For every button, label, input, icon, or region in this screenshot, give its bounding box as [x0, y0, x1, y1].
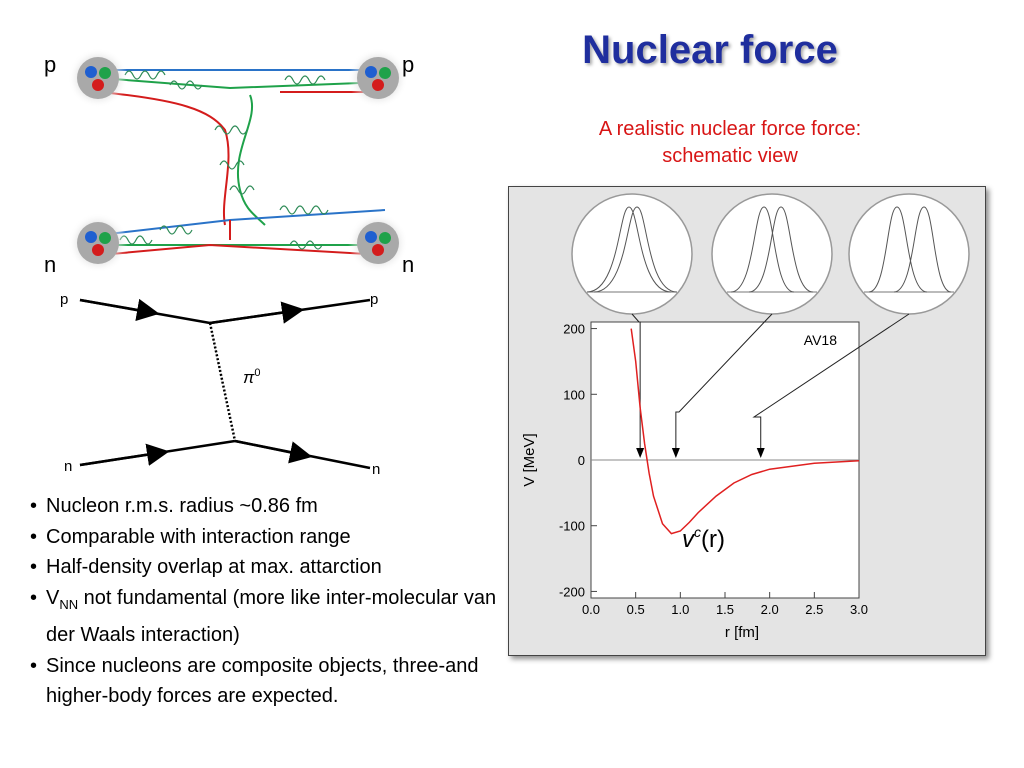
overlap-arrow [675, 313, 773, 450]
model-label: AV18 [804, 332, 837, 348]
bullet-4: VNN not fundamental (more like inter-mol… [28, 583, 498, 651]
x-axis-label: r [fm] [725, 624, 759, 641]
feynman-label-bottom-left: n [64, 458, 72, 475]
x-tick-label: 0.5 [627, 602, 645, 617]
y-tick-label: 200 [563, 322, 585, 337]
slide-subtitle: A realistic nuclear force force: schemat… [540, 116, 920, 170]
potential-curve [630, 328, 860, 535]
overlap-inset-1 [571, 193, 693, 315]
y-tick-label: 100 [563, 387, 585, 402]
y-tick-label: -100 [559, 519, 585, 534]
subtitle-line-2: schematic view [662, 145, 798, 167]
x-tick-label: 1.5 [716, 602, 734, 617]
feynman-diagram: p p n n π0 [60, 291, 380, 478]
overlap-arrow [752, 313, 910, 450]
overlap-arrowhead [756, 448, 765, 458]
y-axis-label: V [MeV] [521, 433, 538, 486]
overlap-insets [571, 193, 970, 315]
quark-label-top-right: p [402, 52, 414, 77]
overlap-arrows [631, 313, 910, 458]
x-tick-label: 2.5 [805, 602, 823, 617]
potential-figure-panel: 0.0 0.5 1.0 1.5 2.0 2.5 3.0 200 100 0 -100 -200 AV1… [508, 186, 986, 656]
overlap-arrow [631, 313, 641, 450]
pion-exchange-line [208, 322, 237, 442]
x-tick-label: 1.0 [671, 602, 689, 617]
y-tick-label: 0 [578, 453, 585, 468]
y-tick-label: -200 [559, 584, 585, 599]
slide-title: Nuclear force [582, 28, 838, 72]
quark-label-bottom-right: n [402, 252, 414, 277]
pion-symbol: π0 [243, 367, 261, 387]
overlap-arrowhead [671, 448, 680, 458]
feynman-label-top-left: p [60, 291, 68, 308]
feynman-label-top-right: p [370, 291, 378, 308]
potential-chart: 0.0 0.5 1.0 1.5 2.0 2.5 3.0 200 100 0 -100 -200 AV1… [521, 193, 970, 641]
quark-label-top-left: p [44, 52, 56, 77]
nucleon-top-right [348, 48, 408, 108]
overlap-inset-2 [711, 193, 833, 315]
quark-gluon-diagram: p p n n [44, 48, 414, 277]
subtitle-line-1: A realistic nuclear force force: [598, 118, 862, 140]
curve-label: vc(r) [682, 524, 725, 553]
x-tick-label: 3.0 [850, 602, 868, 617]
x-tick-label: 2.0 [761, 602, 779, 617]
nucleon-bottom-left [68, 213, 128, 273]
nucleon-bottom-right [348, 213, 408, 273]
bullet-5: Since nucleons are composite objects, th… [28, 651, 498, 712]
overlap-inset-3 [848, 193, 970, 315]
nucleon-top-left [68, 48, 128, 108]
bullet-list: Nucleon r.m.s. radius ~0.86 fm Comparabl… [28, 491, 498, 712]
feynman-label-bottom-right: n [372, 461, 380, 478]
x-tick-label: 0.0 [582, 602, 600, 617]
axis-ticks: 0.0 0.5 1.0 1.5 2.0 2.5 3.0 200 100 0 -100 -200 [559, 322, 868, 617]
quark-lines-bottom [99, 209, 386, 256]
bullet-3: Half-density overlap at max. attarction [28, 552, 498, 583]
quark-label-bottom-left: n [44, 252, 56, 277]
bullet-1: Nucleon r.m.s. radius ~0.86 fm [28, 491, 498, 522]
overlap-arrowhead [636, 448, 645, 458]
quark-lines-top [99, 69, 386, 226]
bullet-2: Comparable with interaction range [28, 522, 498, 553]
